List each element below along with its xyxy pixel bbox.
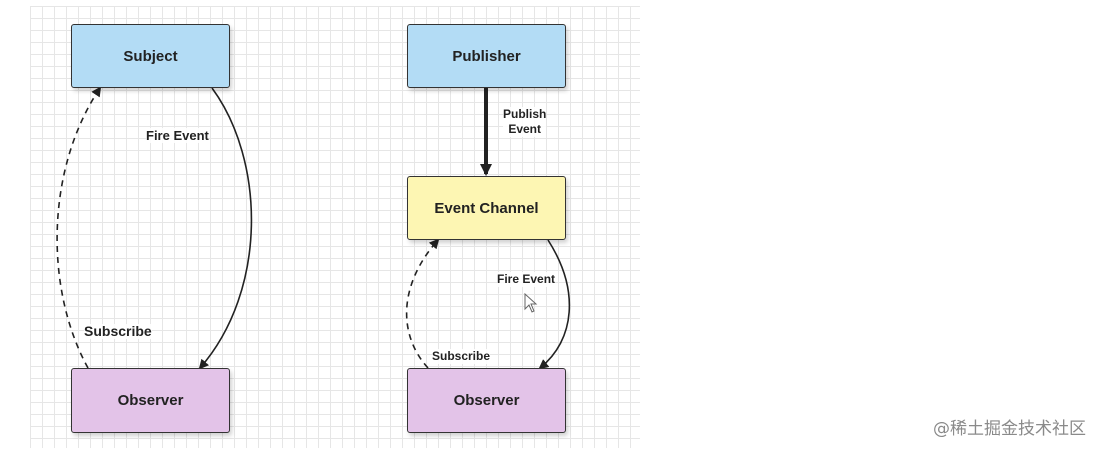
fire-event-label-left: Fire Event <box>146 128 209 143</box>
fire-event-edge-left <box>198 87 253 370</box>
publish-event-label: Publish Event <box>503 107 547 137</box>
event-channel-label: Event Channel <box>434 199 539 217</box>
subscribe-edge-right <box>405 238 440 369</box>
fire-event-label-right: Fire Event <box>497 272 556 287</box>
observer-node-left: Observer <box>71 368 230 433</box>
event-channel-node: Event Channel <box>407 176 566 240</box>
subscribe-edge-left <box>56 86 102 369</box>
subject-label: Subject <box>123 47 178 65</box>
subject-node: Subject <box>71 24 230 88</box>
mouse-cursor-icon <box>524 293 538 313</box>
fire-event-edge-right <box>538 239 571 370</box>
publisher-node: Publisher <box>407 24 566 88</box>
observer-label-right: Observer <box>453 392 520 409</box>
observer-label-left: Observer <box>117 392 184 409</box>
publish-event-label-line1: Publish <box>503 107 547 121</box>
publish-event-label-line2: Event <box>508 122 542 136</box>
subscribe-label-left: Subscribe <box>84 323 152 339</box>
subscribe-label-right: Subscribe <box>432 349 491 364</box>
publisher-label: Publisher <box>452 47 521 65</box>
observer-node-right: Observer <box>407 368 566 433</box>
watermark: @稀土掘金技术社区 <box>933 419 1086 439</box>
